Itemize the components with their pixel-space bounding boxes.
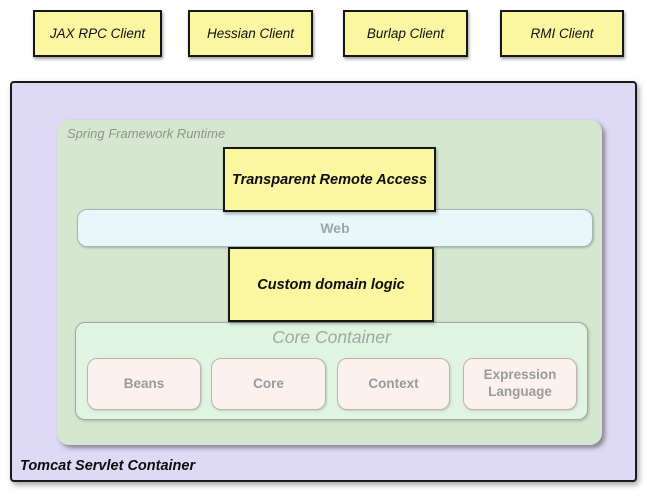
client-label: RMI Client <box>530 26 593 41</box>
remote-access-label: Transparent Remote Access <box>232 172 427 188</box>
client-box-hessian: Hessian Client <box>188 10 313 57</box>
client-box-burlap: Burlap Client <box>343 10 468 57</box>
core-container: Core Container Beans Core Context Expres… <box>75 322 588 420</box>
module-box-core: Core <box>211 358 326 410</box>
client-box-jax-rpc: JAX RPC Client <box>33 10 162 57</box>
module-label: Beans <box>124 376 165 393</box>
domain-logic-label: Custom domain logic <box>257 277 404 293</box>
module-label: Context <box>368 376 418 393</box>
module-box-expression-language: Expression Language <box>463 358 577 410</box>
transparent-remote-access-box: Transparent Remote Access <box>223 147 436 212</box>
spring-framework-runtime: Spring Framework Runtime Web Transparent… <box>57 120 602 445</box>
module-label: Expression Language <box>472 367 568 401</box>
tomcat-container-title: Tomcat Servlet Container <box>20 458 195 474</box>
client-label: Burlap Client <box>367 26 444 41</box>
web-layer-bar: Web <box>77 209 593 247</box>
runtime-title: Spring Framework Runtime <box>67 126 225 141</box>
core-container-title: Core Container <box>76 327 587 348</box>
tomcat-servlet-container: Spring Framework Runtime Web Transparent… <box>10 81 637 482</box>
module-box-context: Context <box>337 358 450 410</box>
module-box-beans: Beans <box>87 358 201 410</box>
module-label: Core <box>253 376 284 393</box>
client-label: JAX RPC Client <box>50 26 145 41</box>
custom-domain-logic-box: Custom domain logic <box>228 247 434 322</box>
client-box-rmi: RMI Client <box>500 10 624 57</box>
web-label: Web <box>320 220 349 236</box>
client-label: Hessian Client <box>207 26 294 41</box>
